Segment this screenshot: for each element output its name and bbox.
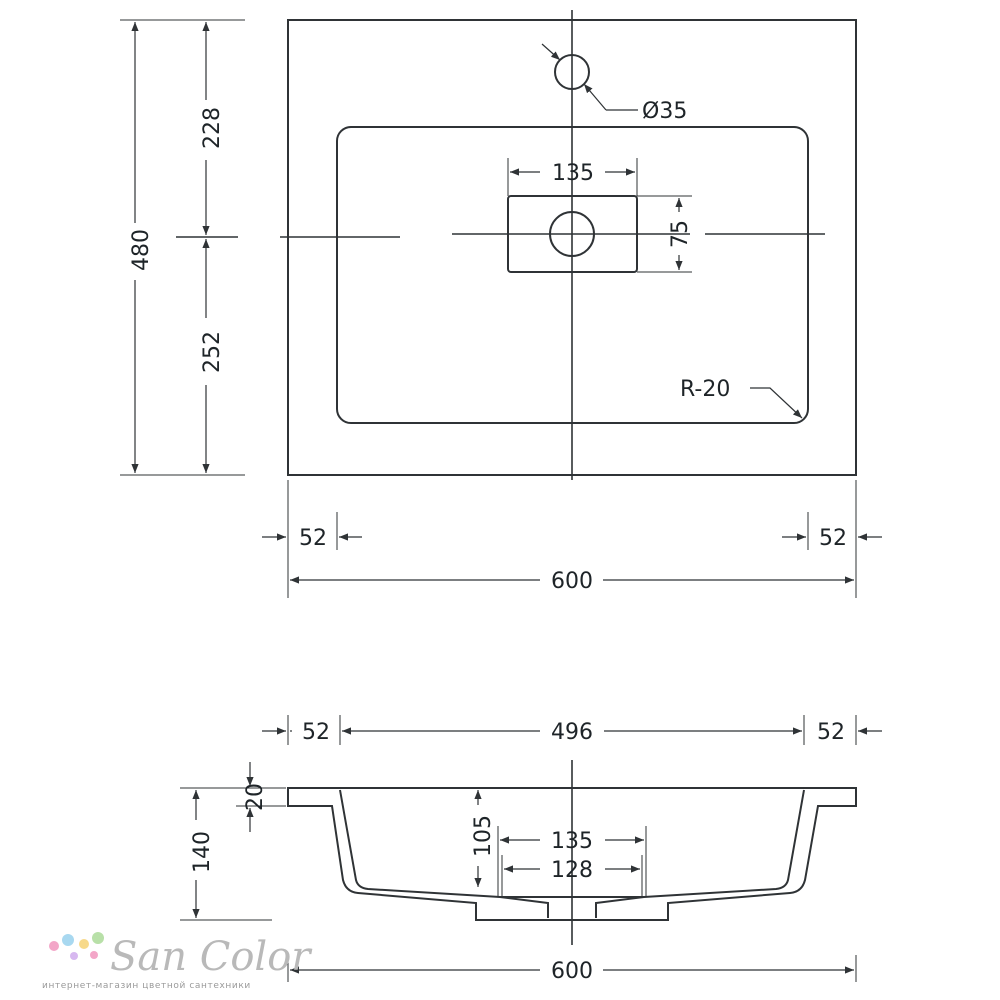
logo-dot-2 (62, 934, 74, 946)
dim-105-label: 105 (471, 815, 496, 857)
dim-20-label: 20 (243, 783, 268, 811)
sink-section-inner (339, 789, 805, 918)
dim-496-label: 496 (551, 720, 593, 745)
dim-52-sec-left-label: 52 (302, 720, 330, 745)
dim-480-label: 480 (129, 229, 154, 271)
section-view: 52 496 52 20 140 105 (180, 715, 882, 984)
dim-52-right-label: 52 (819, 526, 847, 551)
logo-dot-3 (79, 939, 89, 949)
logo-dot-1 (49, 941, 59, 951)
logo-tagline: интернет-магазин цветной сантехники (42, 981, 251, 991)
top-view: 480 228 252 135 75 Ø35 R-20 (120, 10, 882, 598)
dim-d35-label: Ø35 (642, 99, 687, 124)
sancolor-logo: San Color интернет-магазин цветной санте… (42, 932, 313, 991)
dim-135-label: 135 (552, 161, 594, 186)
logo-dot-4 (92, 932, 104, 944)
dim-75-label: 75 (668, 220, 693, 248)
logo-name: San Color (110, 934, 313, 980)
radius-leader (750, 387, 803, 419)
dim-600-top-label: 600 (551, 569, 593, 594)
tap-hole-leader-out (583, 83, 607, 111)
logo-dot-6 (90, 951, 98, 959)
dim-128-label: 128 (551, 858, 593, 883)
dim-52-left-label: 52 (299, 526, 327, 551)
dim-140-label: 140 (190, 831, 215, 873)
logo-dot-5 (70, 952, 78, 960)
dim-252-label: 252 (200, 331, 225, 373)
dim-52-sec-right-label: 52 (817, 720, 845, 745)
tap-hole-leader-in (541, 43, 561, 61)
dim-600-bottom-label: 600 (551, 959, 593, 984)
dim-228-label: 228 (200, 107, 225, 149)
dim-135-sec-label: 135 (551, 829, 593, 854)
dim-r20-label: R-20 (680, 377, 730, 402)
